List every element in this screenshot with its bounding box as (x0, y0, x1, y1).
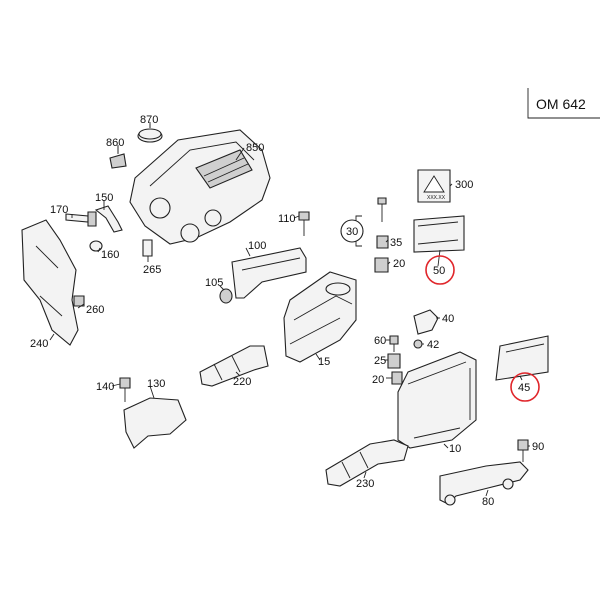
label-42: 42 (427, 339, 439, 351)
label-150: 150 (95, 192, 113, 204)
mount-20b (391, 371, 403, 385)
housing-15 (283, 271, 357, 363)
filterbox-10 (397, 351, 477, 449)
label-20b: 20 (372, 374, 384, 386)
fitting-40 (413, 309, 439, 335)
sensor-265 (142, 239, 153, 257)
bolt-140 (119, 377, 131, 402)
label-130: 130 (147, 378, 165, 390)
label-80: 80 (482, 496, 494, 508)
pipe-220 (199, 345, 269, 387)
filter-mat-45 (495, 335, 549, 381)
label-25: 25 (374, 355, 386, 367)
pipe-230 (325, 439, 409, 487)
engine-code-box: OM 642 (527, 88, 600, 119)
bolt-110 (298, 211, 310, 236)
label-260: 260 (86, 304, 104, 316)
engine-cover-850 (129, 129, 271, 245)
leader-lines (49, 122, 530, 497)
label-105: 105 (205, 277, 223, 289)
washer-160 (89, 240, 103, 252)
bolt-90 (517, 439, 529, 462)
label-15: 15 (318, 356, 330, 368)
label-35: 35 (390, 237, 402, 249)
label-300: 300 (455, 179, 473, 191)
filter-element-50 (413, 215, 465, 253)
clip-42 (413, 339, 423, 349)
bracket-130 (123, 397, 187, 449)
label-30: 30 (346, 226, 358, 238)
highlight-circle-45 (510, 372, 540, 402)
label-60: 60 (374, 335, 386, 347)
label-140: 140 (96, 381, 114, 393)
bolt-170 (65, 211, 97, 227)
label-45: 45 (518, 382, 530, 394)
label-90: 90 (532, 441, 544, 453)
label-220: 220 (233, 376, 251, 388)
label-230: 230 (356, 478, 374, 490)
part-labels: 870 860 850 170 150 160 265 260 240 110 … (30, 114, 544, 508)
label-860: 860 (106, 137, 124, 149)
warning-label-300: XXX.XX (417, 169, 451, 203)
bracket-150 (94, 205, 123, 233)
bracket-100 (231, 247, 307, 299)
label-265: 265 (143, 264, 161, 276)
label-170: 170 (50, 204, 68, 216)
warning-label-text: XXX.XX (427, 195, 446, 201)
mount-20a (374, 257, 389, 273)
label-110: 110 (278, 213, 296, 225)
label-160: 160 (101, 249, 119, 261)
label-50: 50 (433, 265, 445, 277)
label-100: 100 (248, 240, 266, 252)
label-240: 240 (30, 338, 48, 350)
screw-260 (73, 295, 85, 307)
label-20a: 20 (393, 258, 405, 270)
grommet-105 (219, 288, 233, 304)
highlight-circle-50 (425, 255, 455, 285)
group-30 (340, 197, 389, 249)
bolt-60 (389, 335, 399, 352)
engine-code: OM 642 (536, 96, 586, 112)
bracket-80 (439, 461, 529, 506)
panel-240 (21, 219, 79, 346)
mount-25 (387, 353, 401, 369)
label-40: 40 (442, 313, 454, 325)
label-850: 850 (246, 142, 264, 154)
label-870: 870 (140, 114, 158, 126)
label-10: 10 (449, 443, 461, 455)
